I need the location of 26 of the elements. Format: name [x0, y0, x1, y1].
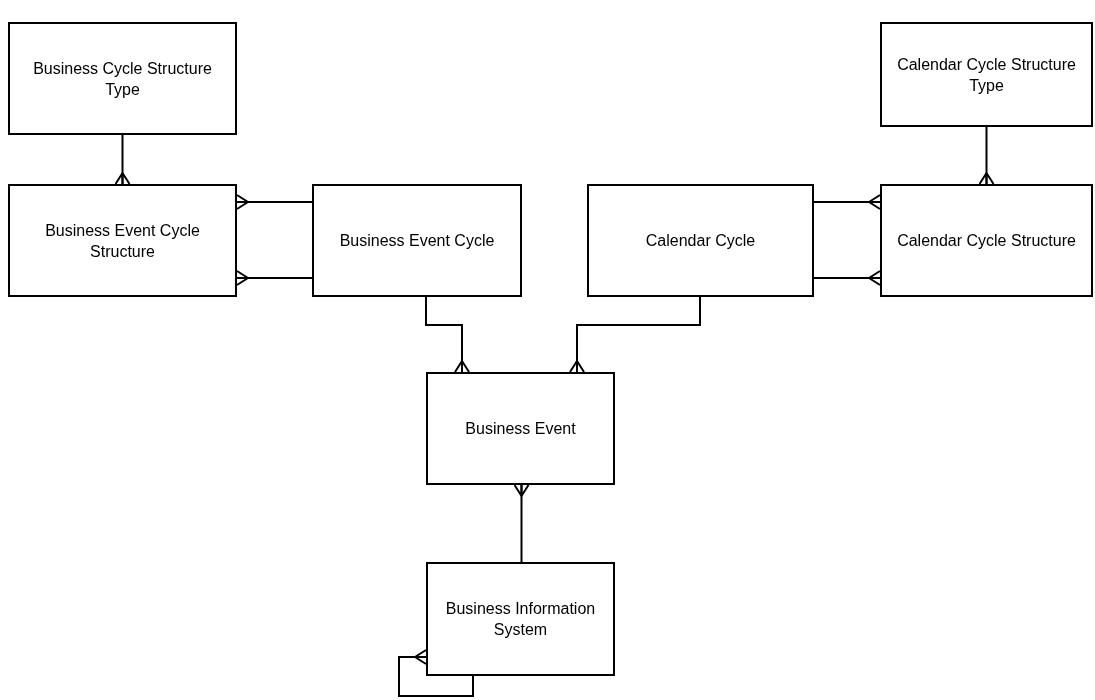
entity-name: Calendar Cycle Structure [897, 231, 1076, 251]
entity-name: Business Event Cycle Structure [44, 220, 201, 262]
relationship-line [813, 270, 881, 286]
entity-name: Business Event [465, 419, 576, 439]
relationship-line [425, 296, 470, 373]
relationship-line [236, 270, 313, 286]
entity-box [426, 562, 615, 676]
relationship-line [569, 296, 701, 373]
entity-box [880, 184, 1093, 297]
entity-name: Business Cycle Structure Type [32, 58, 213, 100]
entity-box [312, 184, 522, 297]
entity-name: Calendar Cycle Structure Type [896, 54, 1077, 96]
entity-box [587, 184, 814, 297]
entity-name: Calendar Cycle [645, 231, 756, 251]
entity-name: Business Event Cycle [339, 231, 495, 251]
relationship-line [236, 194, 313, 210]
relationship-line [978, 126, 995, 185]
entity-box [426, 372, 615, 485]
entity-box [880, 22, 1093, 127]
relationship-line [813, 194, 881, 210]
relationship-line [114, 134, 131, 185]
entity-box [8, 22, 237, 135]
entity-name: Business Information System [444, 599, 597, 640]
relationship-line [398, 649, 474, 697]
relationship-line [513, 484, 530, 563]
entity-box [8, 184, 237, 297]
